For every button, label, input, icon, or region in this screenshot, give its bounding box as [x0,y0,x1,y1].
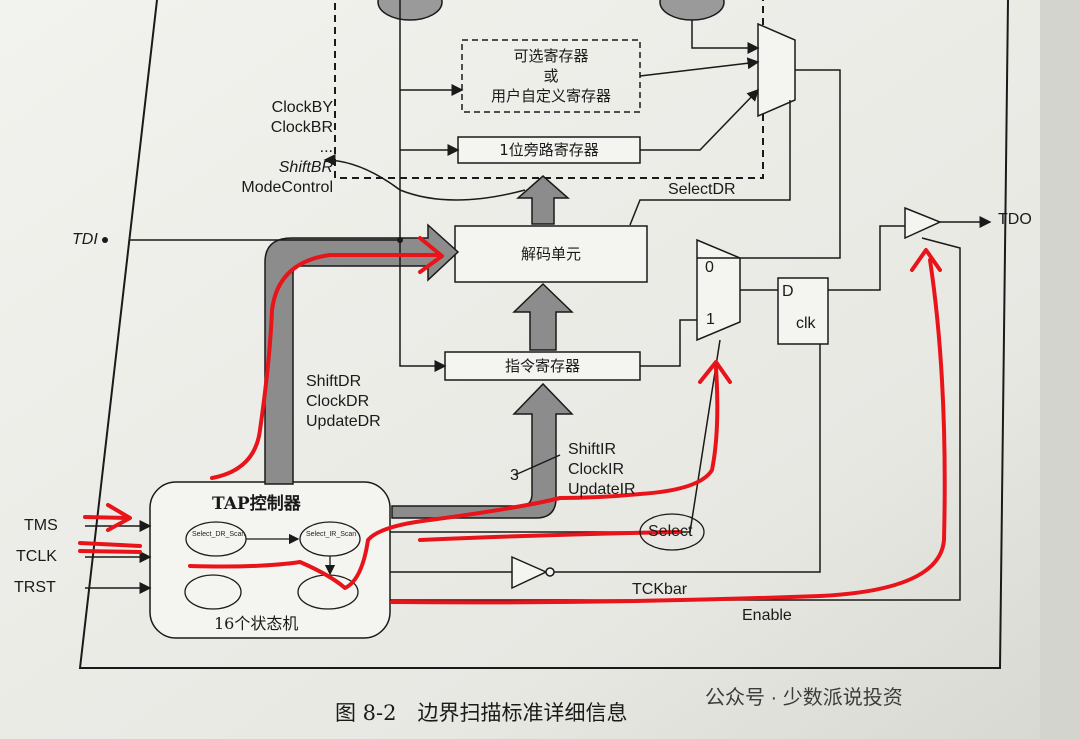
state-select-ir [299,521,361,557]
select-circle [639,513,705,551]
red-highlight-path [78,236,947,605]
tdo-label: TDO [998,211,1032,228]
top-register-left [377,0,443,21]
top-mux [757,22,796,118]
state-lower-right [297,574,359,610]
tckbar-label: TCKbar [632,581,688,598]
tap-controller-title: TAP控制器 [212,494,301,514]
trst-label: TRST [14,579,56,596]
tclk-label: TCLK [16,548,57,565]
state-select-ir-label: Select_IR_Scan [306,531,357,538]
watermark: 公众号 · 少数派说投资 [705,687,903,709]
bus-decode-up [512,282,574,351]
d-flip-flop [777,277,829,345]
dff-clk-label: clk [796,315,816,332]
inverter-bubble [545,567,555,577]
decode-unit-box [454,225,648,283]
bus-top-up [516,175,570,225]
selectdr-label: SelectDR [668,181,736,198]
dr-control-signals: ShiftDR ClockDR UpdateDR [306,373,381,430]
bypass-register-box [457,136,641,164]
tap-controller-footer: 16个状态机 [214,614,299,633]
output-buffer [904,206,942,240]
state-select-dr-label: Select_DR_Scan [192,531,246,538]
optional-register-label: 可选寄存器 或 用户自定义寄存器 [490,47,611,105]
instruction-register-label: 指令寄存器 [504,357,580,375]
bypass-register-label: 1位旁路寄存器 [499,141,599,159]
tms-label: TMS [24,517,58,534]
mux-input-0: 0 [705,259,714,276]
tdi-label: TDI [72,231,98,248]
ir-control-signals: ShiftIR ClockIR UpdateIR [568,441,636,498]
dff-d-label: D [782,283,794,300]
instruction-register-box [444,351,641,381]
select-label: Select [648,523,693,540]
bus-width-label: 3 [510,467,519,484]
enable-label: Enable [742,607,792,624]
figure-caption: 图 8-2 边界扫描标准详细信息 [335,701,628,725]
state-lower-left [184,574,242,610]
decode-unit-label: 解码单元 [520,245,581,263]
mux-input-1: 1 [706,311,715,328]
lower-mux [696,238,741,342]
outer-frame [78,0,1009,669]
wires [85,0,992,601]
state-select-dr [185,521,247,557]
left-control-signals: ClockBY ClockBR ... ShiftBR ModeControl [241,99,333,196]
